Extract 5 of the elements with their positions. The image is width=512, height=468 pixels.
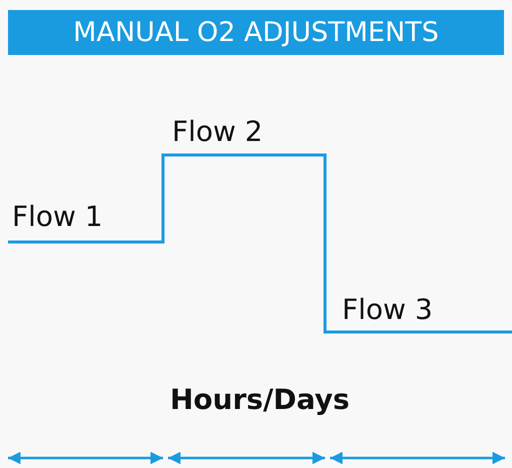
level-label: Flow 2 <box>172 115 263 148</box>
level-label: Flow 1 <box>12 200 103 233</box>
title-banner: MANUAL O2 ADJUSTMENTS <box>8 10 504 55</box>
level-label: Flow 3 <box>342 293 433 326</box>
axis-label: Hours/Days <box>170 383 350 416</box>
